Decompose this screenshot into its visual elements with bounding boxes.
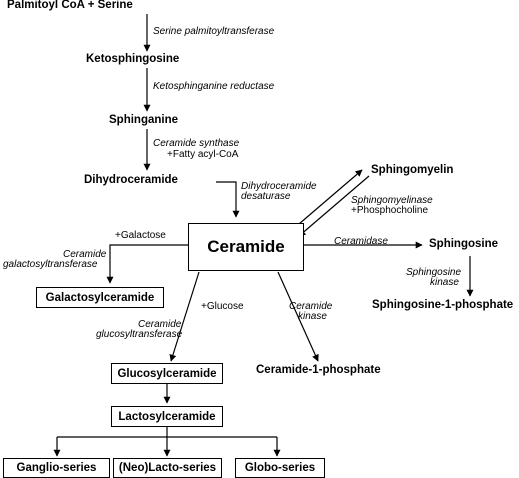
- enzyme-ceramide-galactosyltransferase-line2: galactosyltransferase: [3, 259, 98, 270]
- enzyme-ceramide-galactosyltransferase-line1: Ceramide: [63, 249, 107, 260]
- arrow-ceramide-to-galactosylceramide: [106, 244, 188, 284]
- node-galactosylceramide: Galactosylceramide: [36, 287, 164, 308]
- node-ceramide-1-phosphate: Ceramide-1-phosphate: [256, 364, 381, 376]
- node-palmitoyl-coa-serine: Palmitoyl CoA + Serine: [7, 0, 133, 11]
- node-sphingosine: Sphingosine: [429, 238, 498, 250]
- node-ceramide: Ceramide: [188, 223, 304, 271]
- enzyme-sphingomyelinase: Sphingomyelinase: [351, 195, 433, 206]
- enzyme-ceramide-glucosyltransferase-line2: glucosyltransferase: [96, 329, 183, 340]
- enzyme-ceramidase: Ceramidase: [334, 236, 388, 247]
- enzyme-sphingosine-kinase-line2: kinase: [430, 277, 459, 288]
- arrow-sphingomyelin-to-ceramide: [298, 175, 370, 237]
- node-glucosylceramide: Glucosylceramide: [111, 363, 223, 384]
- enzyme-serine-palmitoyltransferase: Serine palmitoyltransferase: [153, 26, 275, 37]
- enzyme-ceramide-kinase-line1: Ceramide: [289, 301, 333, 312]
- arrow-ceramide-to-glucosylceramide: [169, 271, 200, 362]
- cofactor-galactose: +Galactose: [115, 230, 166, 241]
- node-dihydroceramide: Dihydroceramide: [84, 174, 178, 186]
- node-ganglio-series: Ganglio-series: [3, 458, 110, 478]
- enzyme-ceramide-glucosyltransferase-line1: Ceramide: [138, 319, 182, 330]
- node-globo-series: Globo-series: [235, 458, 325, 478]
- enzyme-ceramide-kinase-line2: kinase: [298, 311, 327, 322]
- enzyme-dihydroceramide-desaturase-line2: desaturase: [241, 191, 291, 202]
- arrow-ceramide-to-c1p: [277, 271, 319, 362]
- node-sphinganine: Sphinganine: [109, 114, 178, 126]
- enzyme-dihydroceramide-desaturase-line1: Dihydroceramide: [241, 181, 317, 192]
- node-neolacto-series: (Neo)Lacto-series: [113, 458, 222, 478]
- enzyme-ketosphinganine-reductase: Ketosphinganine reductase: [153, 81, 275, 92]
- cofactor-fatty-acyl-coa: +Fatty acyl-CoA: [167, 149, 239, 160]
- node-ketosphingosine: Ketosphingosine: [86, 53, 180, 65]
- enzyme-ceramide-synthase: Ceramide synthase: [153, 138, 240, 149]
- arrow-ceramide-to-sphingomyelin: [291, 169, 363, 231]
- node-sphingosine-1-phosphate: Sphingosine-1-phosphate: [372, 299, 514, 311]
- cofactor-glucose: +Glucose: [201, 301, 244, 312]
- cofactor-phosphocholine: +Phosphocholine: [351, 205, 429, 216]
- node-sphingomyelin: Sphingomyelin: [371, 164, 454, 176]
- arrow-dihydroceramide-to-ceramide: [216, 181, 240, 218]
- node-lactosylceramide: Lactosylceramide: [111, 406, 223, 427]
- enzyme-sphingosine-kinase-line1: Sphingosine: [406, 267, 462, 278]
